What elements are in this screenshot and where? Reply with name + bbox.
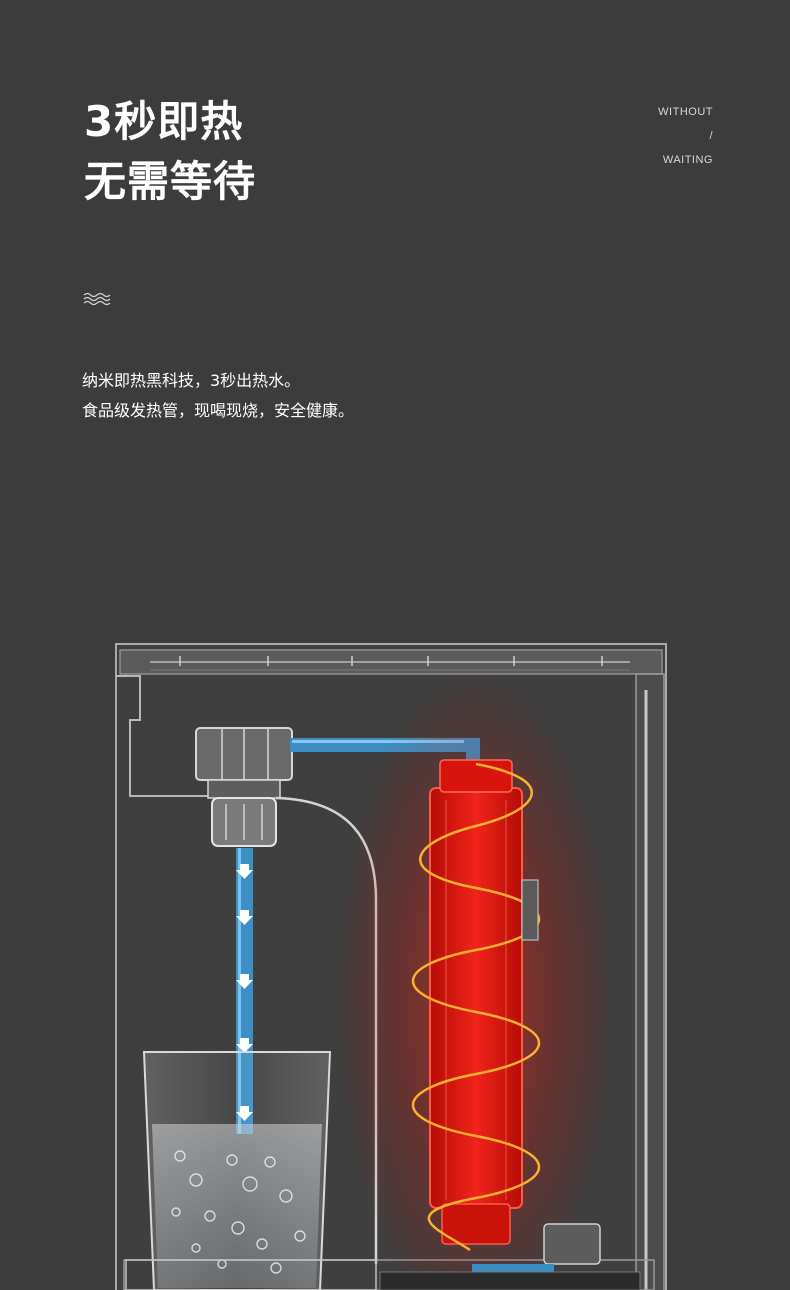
page-title: 3秒即热 无需等待 (84, 92, 256, 212)
description: 纳米即热黑科技，3秒出热水。 食品级发热管，现喝现烧，安全健康。 (82, 366, 354, 426)
side-tag-separator: / (709, 130, 713, 142)
water-dispenser-illustration (115, 643, 667, 1290)
side-tag-line-1: WITHOUT (658, 106, 713, 118)
description-line-1: 纳米即热黑科技，3秒出热水。 (82, 371, 301, 390)
description-line-2: 食品级发热管，现喝现烧，安全健康。 (82, 401, 355, 420)
title-line-1: 3秒即热 (84, 97, 244, 146)
side-tag-line-2: WAITING (662, 154, 713, 166)
side-tag: WITHOUT / WAITING (658, 100, 713, 172)
title-line-2: 无需等待 (84, 157, 257, 206)
water-glass (125, 1051, 377, 1290)
pump-base (379, 1223, 641, 1290)
heating-element (336, 670, 616, 1290)
water-wave-icon (83, 292, 111, 306)
